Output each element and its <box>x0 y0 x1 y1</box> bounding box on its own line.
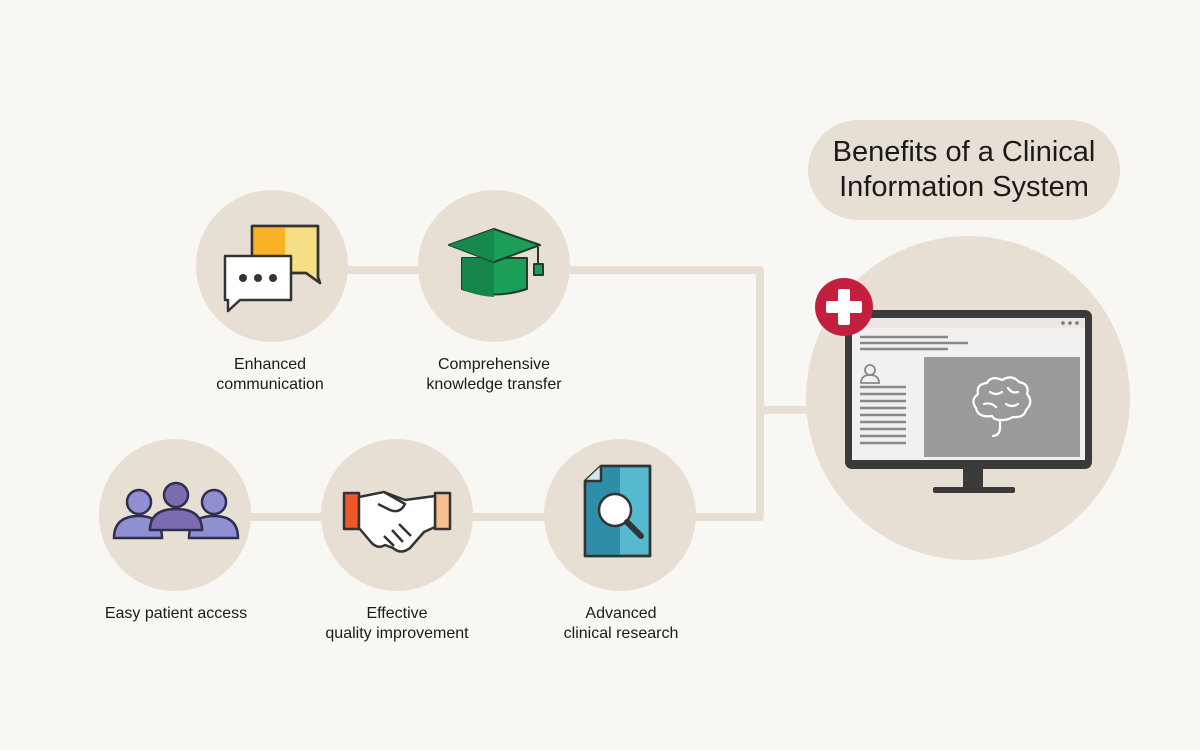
document-search-icon <box>583 464 652 558</box>
chat-bubbles-icon <box>223 224 322 313</box>
label-knowledge-transfer: Comprehensive knowledge transfer <box>426 356 562 393</box>
handshake-icon <box>342 490 452 553</box>
patient-group-icon <box>112 481 240 540</box>
medical-cross-icon <box>815 278 873 336</box>
label-clinical-research: Advanced clinical research <box>563 605 679 642</box>
graduation-cap-icon <box>448 228 544 297</box>
label-patient-access: Easy patient access <box>104 605 248 622</box>
label-quality-improvement: Effective quality improvement <box>325 605 469 642</box>
title-line-1: Benefits of a Clinical <box>832 136 1096 168</box>
title-line-2: Information System <box>839 171 1089 203</box>
label-enhanced-communication: Enhanced communication <box>216 356 324 393</box>
diagram-title: Benefits of a Clinical Information Syste… <box>808 120 1120 220</box>
computer-monitor-icon <box>845 310 1092 493</box>
brain-icon <box>972 376 1032 438</box>
user-icon <box>860 364 880 384</box>
